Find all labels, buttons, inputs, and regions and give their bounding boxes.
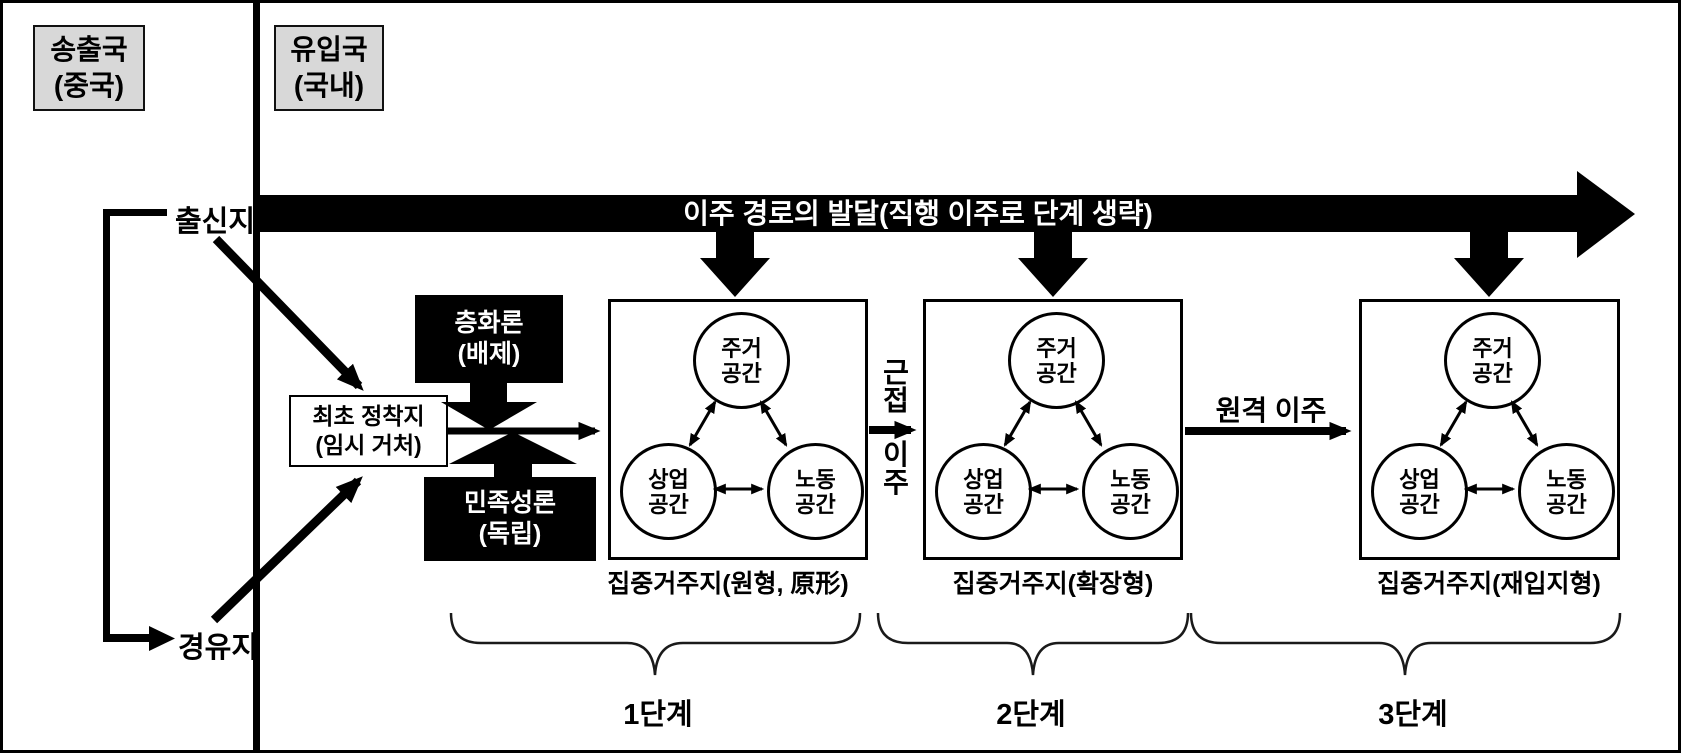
remote-migration-label: 원격 이주: [1215, 395, 1327, 426]
stage2-labor-circle: 노동 공간: [1082, 443, 1179, 540]
stage1-labor-circle: 노동 공간: [767, 443, 864, 540]
stage2-step-label: 2단계: [996, 699, 1066, 731]
transit-place-label: 경유지: [177, 632, 259, 664]
origin-to-settlement-arrow: [212, 235, 364, 391]
receiving-country-name: 유입국: [290, 34, 368, 65]
labor-label-l1: 노동: [795, 466, 836, 492]
migration-route-label: 이주 경로의 발달(직행 이주로 단계 생략): [683, 198, 1153, 229]
sending-country-box: 송출국 (중국): [33, 25, 145, 111]
bar-down-arrow-3: [1454, 231, 1524, 297]
receiving-country-box: 유입국 (국내): [274, 25, 384, 111]
stage3-residential-circle: 주거 공간: [1444, 312, 1541, 409]
stratification-down-arrow: [441, 383, 537, 430]
stage2-brace: [876, 612, 1190, 676]
bar-down-arrow-2: [1018, 231, 1088, 297]
ethnicity-theory-box: 민족성론 (독립): [424, 477, 596, 561]
commercial-label-l1: 상업: [963, 466, 1004, 492]
sending-country-sub: (중국): [53, 70, 125, 101]
stratification-theory-line2: (배제): [457, 340, 521, 368]
sending-country-name: 송출국: [50, 34, 128, 65]
ethnicity-theory-line1: 민족성론: [463, 489, 556, 517]
stage2-residential-circle: 주거 공간: [1008, 312, 1105, 409]
origin-bracket-top: [103, 209, 167, 216]
labor-label-l2: 공간: [795, 491, 836, 517]
commercial-label-l1: 상업: [648, 466, 689, 492]
stage1-caption: 집중거주지(원형, 原形): [607, 570, 849, 598]
residential-label-l1: 주거: [721, 335, 762, 361]
commercial-label-l2: 공간: [1399, 491, 1440, 517]
stage2-caption: 집중거주지(확장형): [952, 570, 1154, 598]
proximate-migration-label-bottom: 이주: [883, 439, 909, 498]
stage1-step-label: 1단계: [623, 699, 693, 731]
stratification-theory-box: 층화론 (배제): [415, 295, 563, 383]
stage3-brace: [1189, 612, 1622, 676]
residential-label-l2: 공간: [1472, 360, 1513, 386]
stage3-caption: 집중거주지(재입지형): [1377, 570, 1601, 598]
stage3-settlement-box: 주거 공간 상업 공간 노동 공간: [1359, 299, 1620, 560]
receiving-country-sub: (국내): [293, 70, 365, 101]
stage1-residential-circle: 주거 공간: [693, 312, 790, 409]
residential-label-l2: 공간: [721, 360, 762, 386]
transit-arrow-shaft: [103, 634, 151, 642]
origin-bracket-vertical: [103, 209, 110, 637]
first-settlement-line2: (임시 거처): [315, 432, 422, 458]
labor-label-l2: 공간: [1110, 491, 1151, 517]
labor-label-l1: 노동: [1110, 466, 1151, 492]
commercial-label-l2: 공간: [648, 491, 689, 517]
proximate-migration-label-top: 근접: [883, 357, 909, 416]
ethnicity-up-arrow: [449, 432, 577, 479]
ethnicity-theory-line2: (독립): [478, 520, 542, 548]
transit-to-settlement-arrow: [210, 476, 363, 624]
migration-route-arrow-bar: 이주 경로의 발달(직행 이주로 단계 생략): [259, 195, 1577, 232]
stage2-settlement-box: 주거 공간 상업 공간 노동 공간: [923, 299, 1183, 560]
stratification-theory-line1: 층화론: [454, 309, 524, 337]
stage3-labor-circle: 노동 공간: [1518, 443, 1615, 540]
residential-label-l1: 주거: [1472, 335, 1513, 361]
stage3-step-label: 3단계: [1378, 699, 1448, 731]
origin-place-label: 출신지: [174, 206, 256, 238]
labor-label-l2: 공간: [1546, 491, 1587, 517]
bar-down-arrow-1: [700, 231, 770, 297]
migration-route-arrowhead: [1577, 171, 1635, 258]
stage1-settlement-box: 주거 공간 상업 공간 노동 공간: [608, 299, 868, 560]
residential-label-l2: 공간: [1036, 360, 1077, 386]
residential-label-l1: 주거: [1036, 335, 1077, 361]
first-settlement-line1: 최초 정착지: [312, 403, 425, 429]
commercial-label-l2: 공간: [963, 491, 1004, 517]
stage2-commercial-circle: 상업 공간: [935, 443, 1032, 540]
stage1-commercial-circle: 상업 공간: [620, 443, 717, 540]
stage1-brace: [449, 612, 862, 676]
labor-label-l1: 노동: [1546, 466, 1587, 492]
first-settlement-box: 최초 정착지 (임시 거처): [289, 395, 448, 467]
commercial-label-l1: 상업: [1399, 466, 1440, 492]
stage3-commercial-circle: 상업 공간: [1371, 443, 1468, 540]
